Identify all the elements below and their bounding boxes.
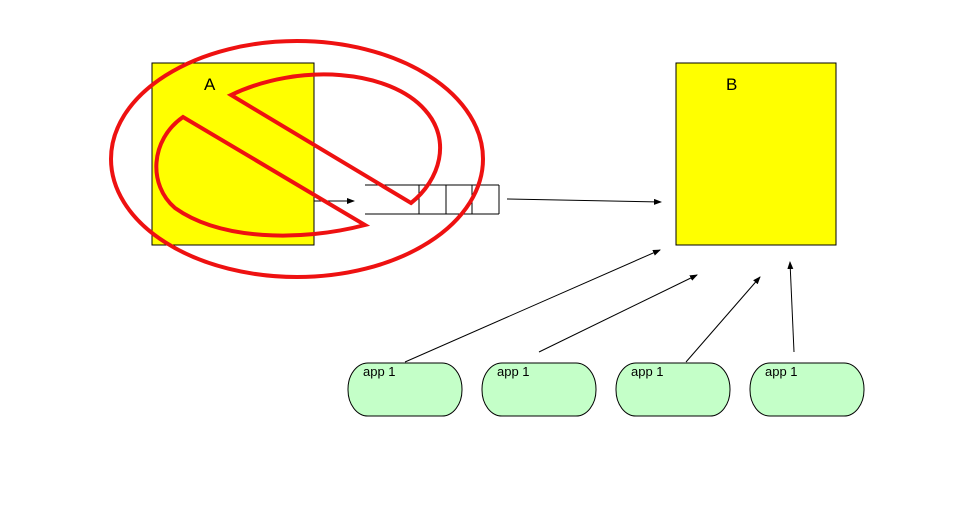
- node-a-box: [151, 62, 315, 246]
- app-node-label: app 1: [363, 364, 396, 379]
- node-b-box: [675, 62, 837, 246]
- app-node-2: app 1: [481, 362, 597, 417]
- arrow-app-1-to-b: [404, 249, 661, 363]
- arrow-queue-to-b: [506, 198, 662, 205]
- app-node-4: app 1: [749, 362, 865, 417]
- prohibition-icon: [109, 39, 485, 279]
- app-node-1: app 1: [347, 362, 463, 417]
- arrow-app-2-to-b: [538, 274, 698, 353]
- node-b-label: B: [726, 75, 737, 94]
- app-node-label: app 1: [631, 364, 664, 379]
- app-node-3: app 1: [615, 362, 731, 417]
- node-a-label: A: [204, 75, 216, 94]
- app-node-label: app 1: [765, 364, 798, 379]
- app-node-label: app 1: [497, 364, 530, 379]
- arrow-app-3-to-b: [685, 276, 761, 363]
- arrow-app-4-to-b: [787, 261, 795, 353]
